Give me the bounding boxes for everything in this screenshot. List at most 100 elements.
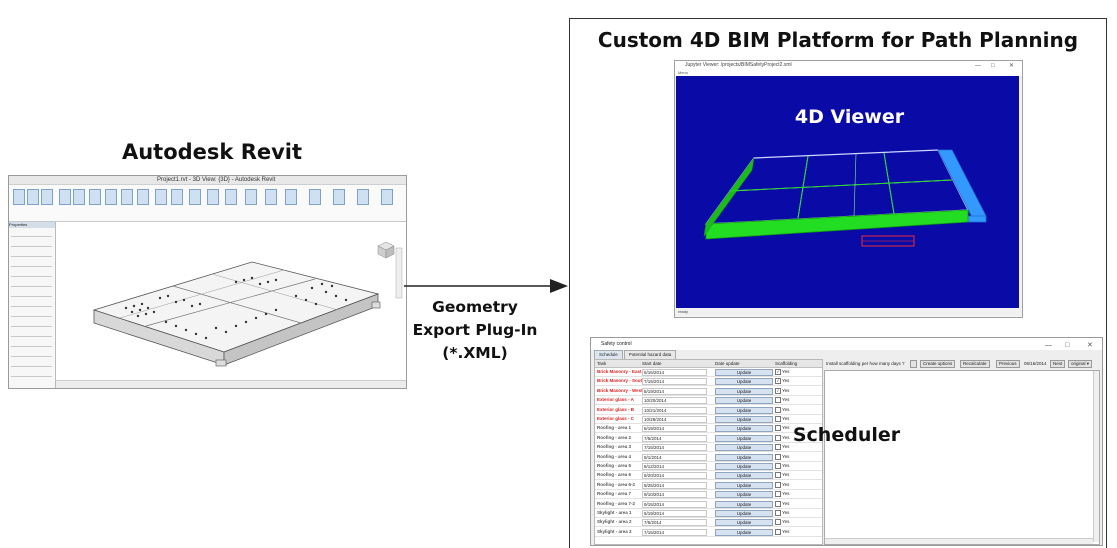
start-date-field[interactable]: 6/16/2014 — [642, 369, 707, 376]
scaffolding-yes-label: Yes — [782, 519, 790, 525]
start-date-field[interactable]: 7/5/2014 — [642, 434, 707, 442]
ribbon-button[interactable] — [59, 189, 71, 205]
start-date-field[interactable]: 8/12/2014 — [642, 463, 707, 470]
ribbon-button[interactable] — [41, 189, 53, 205]
previous-button[interactable]: Previous — [996, 360, 1020, 368]
scaffolding-checkbox[interactable] — [775, 491, 781, 498]
ribbon-button[interactable] — [89, 189, 101, 205]
close-icon[interactable]: ✕ — [1087, 342, 1093, 349]
scaffolding-checkbox[interactable] — [775, 519, 781, 526]
scaffolding-checkbox[interactable]: ✓ — [775, 387, 781, 394]
start-date-field[interactable]: 7/15/2014 — [642, 378, 707, 386]
export-plugin-label: Geometry Export Plug-In (*.XML) — [404, 296, 546, 365]
update-button[interactable]: Update — [715, 472, 773, 480]
scaffolding-checkbox[interactable] — [775, 416, 781, 422]
scaffolding-checkbox[interactable]: ✓ — [775, 378, 781, 385]
scaffolding-checkbox[interactable] — [775, 425, 781, 432]
update-button[interactable]: Update — [715, 519, 773, 527]
update-button[interactable]: Update — [715, 378, 773, 386]
start-date-field[interactable]: 6/19/2014 — [642, 510, 707, 517]
update-button[interactable]: Update — [715, 369, 773, 376]
start-date-field[interactable]: 7/15/2014 — [642, 444, 707, 452]
start-date-field[interactable]: 8/25/2014 — [642, 481, 707, 489]
update-button[interactable]: Update — [715, 491, 773, 499]
maximize-icon[interactable]: □ — [991, 63, 995, 69]
scaffolding-checkbox[interactable] — [775, 406, 781, 413]
scaffolding-yes-label: Yes — [782, 425, 790, 431]
maximize-icon[interactable]: □ — [1065, 342, 1070, 349]
close-icon[interactable]: ✕ — [1009, 63, 1015, 69]
horizontal-scrollbar[interactable] — [825, 538, 1093, 544]
update-button[interactable]: Update — [715, 453, 773, 461]
start-date-field[interactable]: 8/19/2014 — [642, 387, 707, 395]
ribbon-button[interactable] — [225, 189, 237, 205]
update-button[interactable]: Update — [715, 500, 773, 508]
vertical-scrollbar[interactable] — [1093, 371, 1099, 542]
scaffolding-checkbox[interactable] — [775, 453, 781, 460]
viewer-3d-canvas[interactable]: 4D Viewer — [676, 76, 1019, 308]
start-date-field[interactable]: 8/1/2014 — [642, 453, 707, 461]
start-date-field[interactable]: 9/10/2014 — [642, 491, 707, 499]
ribbon-button[interactable] — [137, 189, 149, 205]
ribbon-button[interactable] — [265, 189, 277, 205]
update-button[interactable]: Update — [715, 481, 773, 489]
start-date-field[interactable]: 10/20/2014 — [642, 397, 707, 405]
scaffolding-checkbox[interactable] — [775, 481, 781, 488]
start-date-field[interactable]: 10/28/2014 — [642, 416, 707, 423]
gantt-canvas[interactable] — [824, 370, 1100, 545]
scaffolding-checkbox[interactable] — [775, 463, 781, 469]
ribbon-button[interactable] — [285, 189, 297, 205]
update-button[interactable]: Update — [715, 510, 773, 517]
scaffolding-checkbox[interactable] — [775, 397, 781, 404]
ribbon-button[interactable] — [245, 189, 257, 205]
scaffolding-days-input[interactable] — [910, 360, 918, 368]
ribbon-button[interactable] — [189, 189, 201, 205]
start-date-field[interactable]: 7/5/2014 — [642, 519, 707, 527]
scaffolding-checkbox[interactable] — [775, 434, 781, 441]
viewer-titlebar: Jupyter Viewer: /projects/BIMSafetyProje… — [675, 61, 1022, 70]
minimize-icon[interactable]: — — [975, 63, 981, 69]
mode-select[interactable]: original ▾ — [1068, 360, 1093, 368]
viewer-label: 4D Viewer — [794, 106, 905, 128]
ribbon-button[interactable] — [333, 189, 345, 205]
scaffolding-checkbox[interactable]: ✓ — [775, 369, 781, 375]
update-button[interactable]: Update — [715, 444, 773, 452]
scaffolding-checkbox[interactable] — [775, 472, 781, 479]
start-date-field[interactable]: 9/15/2014 — [642, 500, 707, 508]
start-date-field[interactable]: 6/19/2014 — [642, 425, 707, 433]
ribbon-button[interactable] — [309, 189, 321, 205]
update-button[interactable]: Update — [715, 387, 773, 395]
update-button[interactable]: Update — [715, 528, 773, 536]
ribbon-button[interactable] — [155, 189, 167, 205]
ribbon-button[interactable] — [171, 189, 183, 205]
update-button[interactable]: Update — [715, 397, 773, 405]
scaffolding-checkbox[interactable] — [775, 528, 781, 535]
update-button[interactable]: Update — [715, 434, 773, 442]
viewer-menu-item[interactable]: Menu — [678, 70, 689, 75]
ribbon-button[interactable] — [73, 189, 85, 205]
ribbon-button[interactable] — [27, 189, 39, 205]
ribbon-button[interactable] — [357, 189, 369, 205]
scaffolding-checkbox[interactable] — [775, 500, 781, 507]
ribbon-button[interactable] — [13, 189, 25, 205]
ribbon-button[interactable] — [207, 189, 219, 205]
current-date: 05/16/2014 — [1024, 361, 1047, 366]
scaffolding-checkbox[interactable] — [775, 444, 781, 451]
update-button[interactable]: Update — [715, 406, 773, 414]
update-button[interactable]: Update — [715, 416, 773, 423]
next-button[interactable]: Next — [1050, 360, 1066, 368]
revit-3d-view[interactable] — [56, 222, 406, 380]
ribbon-button[interactable] — [381, 189, 393, 205]
scaffolding-checkbox[interactable] — [775, 510, 781, 516]
ribbon-button[interactable] — [121, 189, 133, 205]
update-button[interactable]: Update — [715, 425, 773, 433]
start-date-field[interactable]: 7/15/2014 — [642, 528, 707, 536]
start-date-field[interactable]: 8/20/2014 — [642, 472, 707, 480]
update-button[interactable]: Update — [715, 463, 773, 470]
ribbon-button[interactable] — [105, 189, 117, 205]
minimize-icon[interactable]: — — [1045, 342, 1052, 349]
start-date-field[interactable]: 10/21/2014 — [642, 406, 707, 414]
recalculate-button[interactable]: Recalculate — [960, 360, 990, 368]
create-options-button[interactable]: Create options — [920, 360, 956, 368]
